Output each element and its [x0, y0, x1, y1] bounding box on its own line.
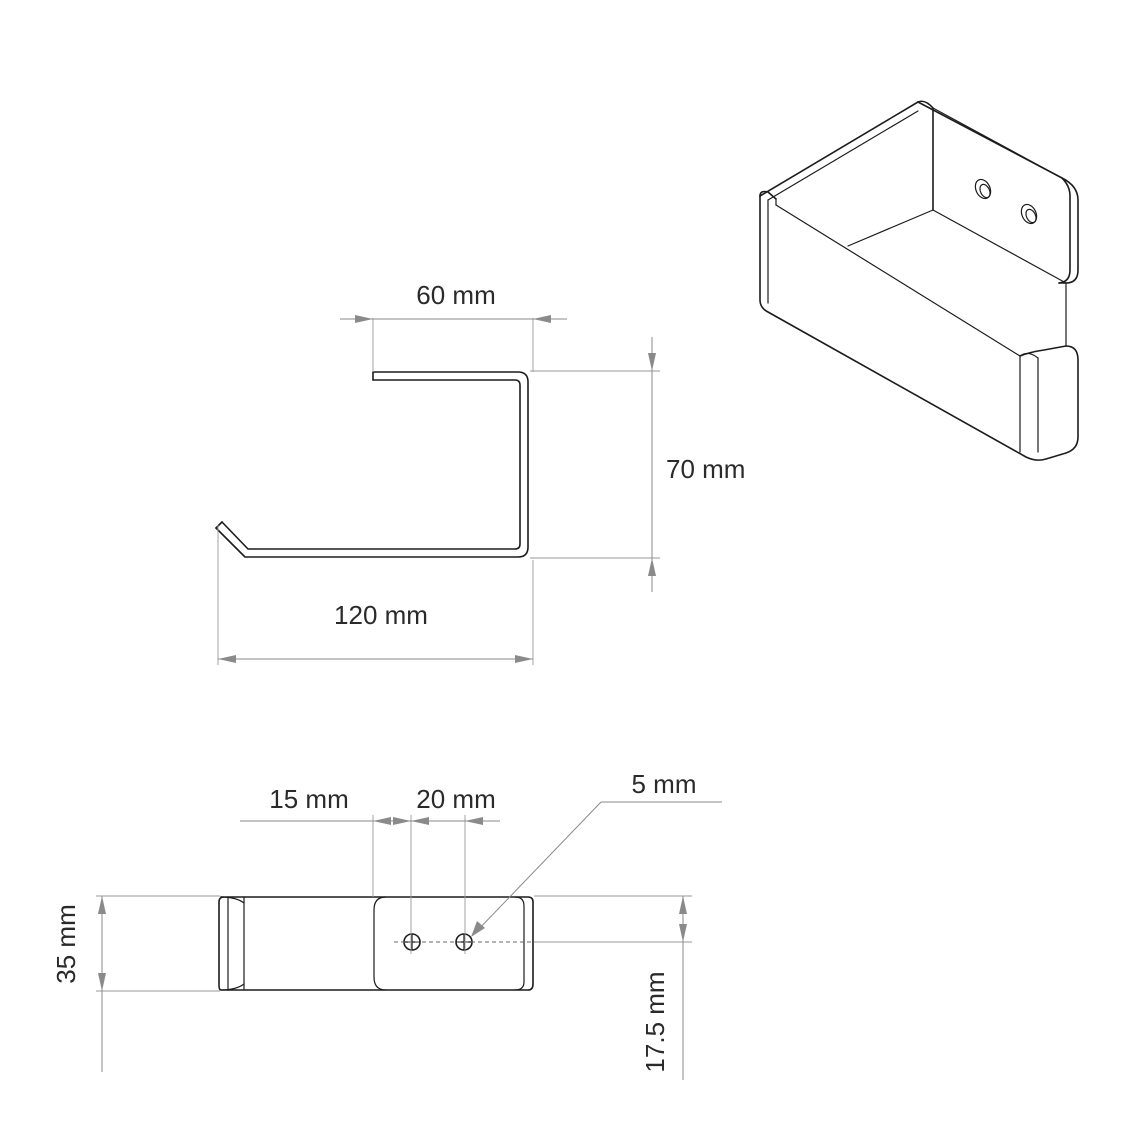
dimension-label-hole-offset: 15 mm	[269, 784, 348, 814]
dimension-total-length: 120 mm	[217, 525, 534, 665]
dimension-label-top-width: 60 mm	[416, 280, 495, 310]
dimension-label-hole-spacing: 20 mm	[416, 784, 495, 814]
dimension-plate-width: 35 mm	[51, 895, 220, 1072]
dimension-hole-center-height: 17.5 mm	[534, 895, 692, 1080]
dimension-label-hole-diameter: 5 mm	[632, 769, 697, 799]
plan-view	[218, 896, 536, 991]
dimension-hole-offsets: 15 mm 20 mm	[240, 784, 500, 954]
side-view-profile	[215, 371, 529, 558]
dimension-top-width: 60 mm	[340, 280, 567, 372]
dimension-label-height: 70 mm	[666, 454, 745, 484]
dimension-height: 70 mm	[530, 337, 745, 592]
dimension-label-plate-width: 35 mm	[51, 904, 81, 983]
dimension-label-total-length: 120 mm	[334, 600, 428, 630]
isometric-view	[759, 100, 1079, 461]
dimension-label-hole-center-height: 17.5 mm	[640, 971, 670, 1072]
dimension-hole-diameter: 5 mm	[471, 769, 722, 937]
